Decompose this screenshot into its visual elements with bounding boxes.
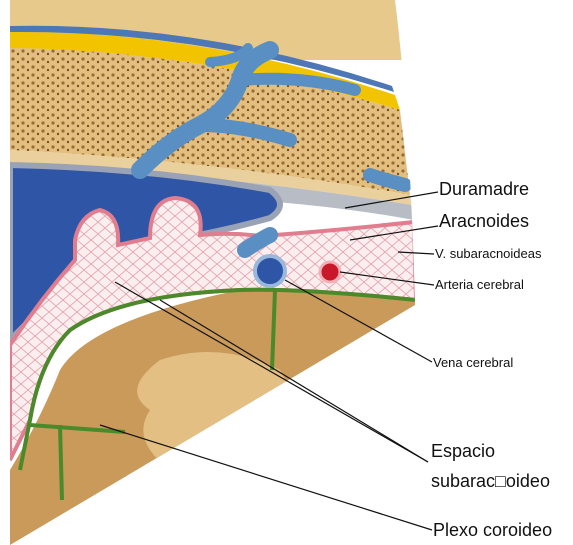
label-plexo-coroideo: Plexo coroideo — [433, 520, 552, 541]
cerebral-artery-section — [320, 262, 340, 282]
label-vena-cerebral: Vena cerebral — [433, 355, 513, 370]
label-arteria-cerebral: Arteria cerebral — [435, 277, 524, 292]
label-duramadre: Duramadre — [439, 179, 529, 200]
sulcus-lower-branch — [60, 425, 62, 500]
label-espacio-line1: Espacio — [431, 441, 495, 462]
brain-light-region — [120, 352, 420, 545]
cerebral-vein-section — [255, 256, 285, 286]
label-v-subaracnoideas: V. subaracnoideas — [435, 246, 542, 261]
label-aracnoides: Aracnoides — [439, 211, 529, 232]
illustration — [0, 0, 420, 545]
label-espacio-line2: subarac□oideo — [431, 471, 550, 492]
